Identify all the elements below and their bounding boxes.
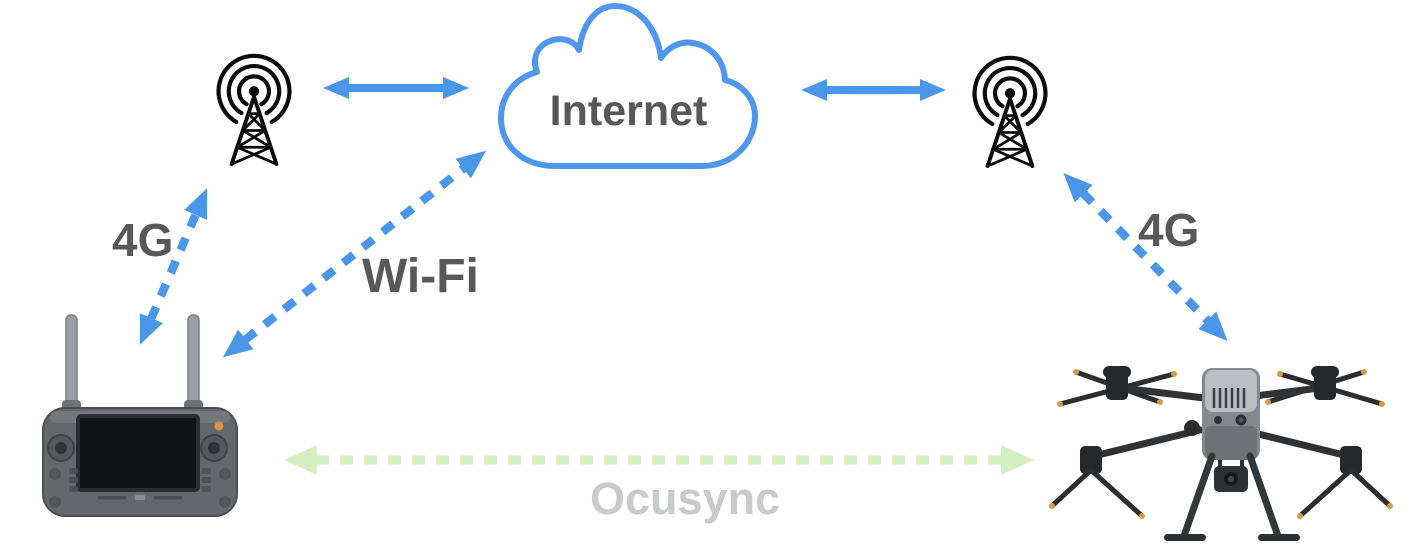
drone-front-propellers [1049,467,1393,519]
right-4g-label: 4G [1138,204,1200,256]
drone-rear-motors [1103,366,1339,400]
link-tower-right-drone-4g-arrow [1063,172,1228,342]
controller-joystick-right [200,434,228,462]
dji-logo [135,495,145,500]
wifi-label: Wi-Fi [362,250,479,303]
drone-prop-tips-front [1049,503,1393,519]
cell-tower-left-icon [198,48,310,170]
drone-image [1049,366,1393,541]
internet-cloud [498,3,759,169]
link-controller-internet-wifi-arrow [222,150,487,358]
cloud-outline [498,3,759,169]
controller-indicator-light [214,421,224,431]
controller-screen [76,414,200,492]
controller-joystick-left [47,434,75,462]
link-controller-tower-left-4g-arrow [139,188,208,345]
drone-gimbal-camera [1214,460,1248,492]
controller-speakers [49,468,231,508]
drone-prop-tips-rear [1057,369,1385,407]
drone-body [1202,368,1260,460]
controller-buttons [69,468,211,492]
left-4g-label: 4G [112,214,174,266]
controller-antennas [62,314,203,416]
drone-front-motors [1080,446,1362,474]
internet-label: Internet [549,87,708,135]
ocusync-label: Ocusync [590,473,781,524]
cell-tower-right-icon [954,50,1066,172]
remote-controller-image [42,314,238,517]
drone-landing-gear [1180,452,1282,540]
